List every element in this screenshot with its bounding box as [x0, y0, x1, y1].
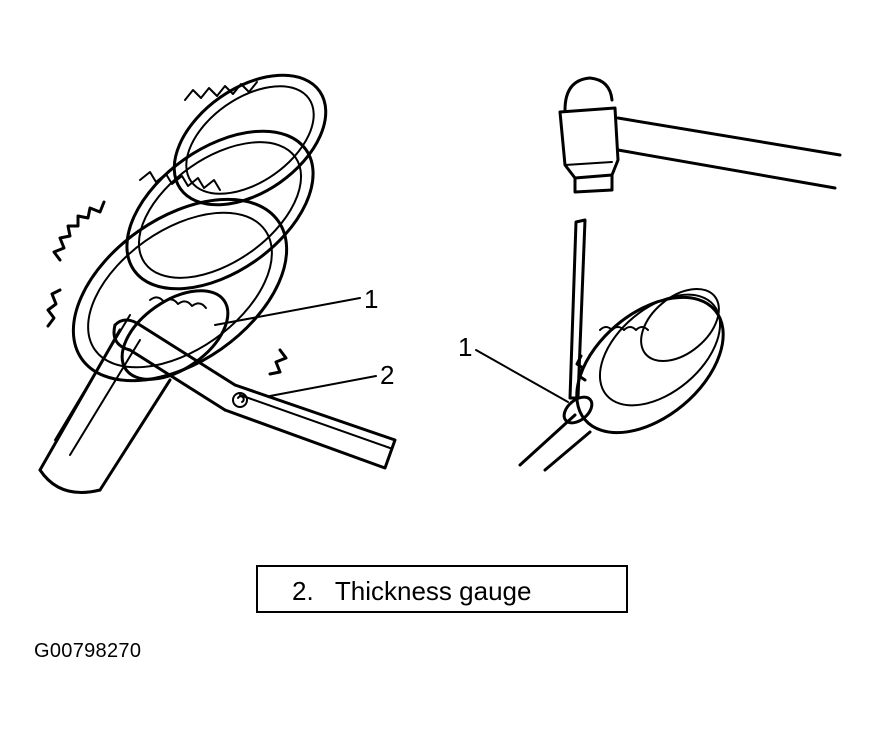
callout-number-left-2: 2 — [380, 360, 395, 390]
gear-assembly-left — [38, 73, 397, 494]
hammer-and-punch-right — [475, 76, 842, 472]
legend-box: 2. Thickness gauge — [256, 565, 628, 613]
legend-text: 2. Thickness gauge — [292, 576, 532, 606]
figure-id: G00798270 — [34, 640, 142, 662]
callout-number-left-1: 1 — [364, 284, 379, 314]
callout-number-right-1: 1 — [458, 332, 473, 362]
